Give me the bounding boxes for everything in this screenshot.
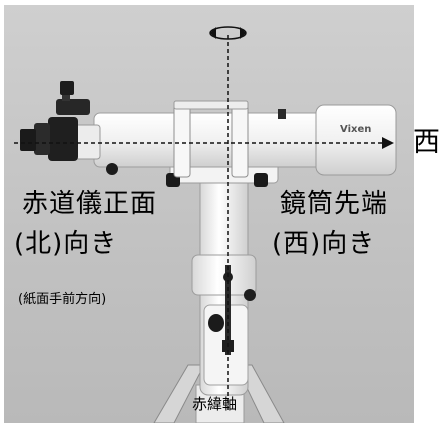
- axis-arrow-head: [382, 137, 394, 149]
- label-front-line1: 赤道儀正面: [22, 189, 158, 219]
- telescope-tube: Vixen: [20, 81, 397, 178]
- label-tube-line2: (西)向き: [272, 229, 376, 259]
- label-tube-line1: 鏡筒先端: [280, 189, 389, 219]
- telescope-illustration: Vixen: [14, 26, 397, 423]
- label-ra-axis: 赤緯軸: [192, 395, 238, 413]
- label-front-line2: (北)向き: [14, 229, 118, 259]
- label-front-note: (紙面手前方向): [18, 292, 107, 307]
- tube-brand-text: Vixen: [340, 124, 371, 135]
- label-west-edge: 西: [413, 127, 440, 158]
- mount-body: [191, 154, 257, 396]
- telescope-photo: Vixen 赤道儀正面 (北)向き (紙面手前方向) 鏡筒先端: [4, 5, 414, 423]
- rotation-arrow-icon: [209, 26, 247, 40]
